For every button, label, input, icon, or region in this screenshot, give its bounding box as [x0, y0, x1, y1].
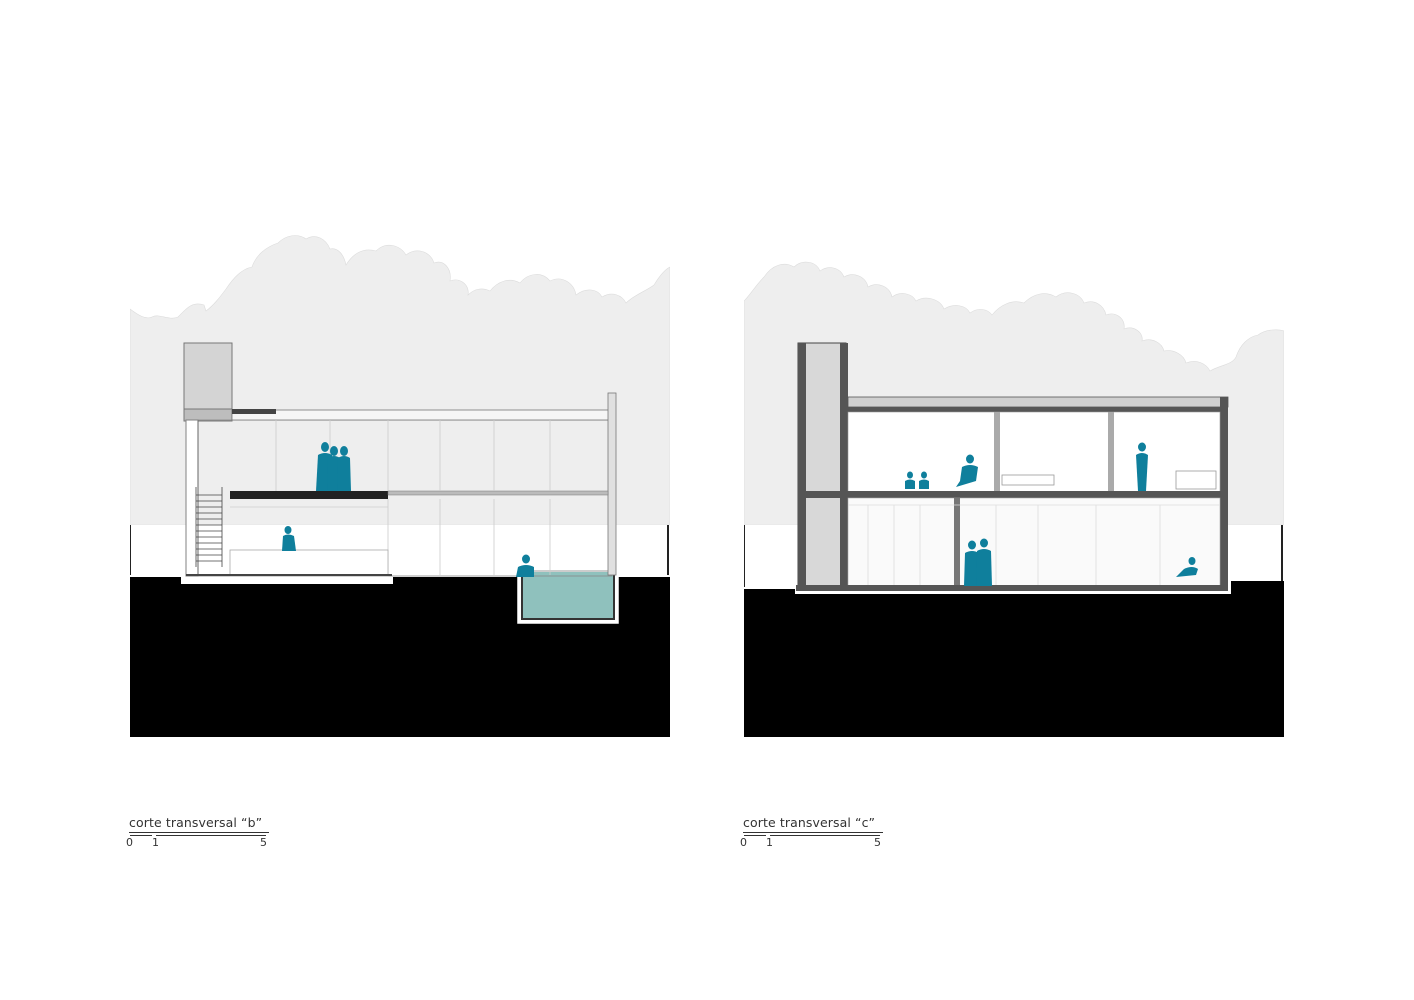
section-c-title: corte transversal “c”: [743, 815, 876, 830]
section-c-drawing: [744, 225, 1284, 740]
tree-silhouette: [130, 235, 670, 526]
scale-label-0: 0: [126, 836, 133, 849]
section-b-title-rule: [129, 832, 269, 833]
ground-mass: [130, 577, 670, 737]
section-b-drawing: [130, 225, 670, 740]
figures-section-c: [905, 442, 1198, 586]
scale-label-1: 1: [766, 836, 773, 849]
scale-label-5: 5: [874, 836, 881, 849]
ground-mass: [744, 581, 1284, 737]
figures-section-b: [282, 442, 534, 577]
section-b-title: corte transversal “b”: [129, 815, 263, 830]
scale-label-0: 0: [740, 836, 747, 849]
pool: [521, 570, 615, 620]
scale-label-1: 1: [152, 836, 159, 849]
section-c-title-rule: [743, 832, 883, 833]
scale-label-5: 5: [260, 836, 267, 849]
